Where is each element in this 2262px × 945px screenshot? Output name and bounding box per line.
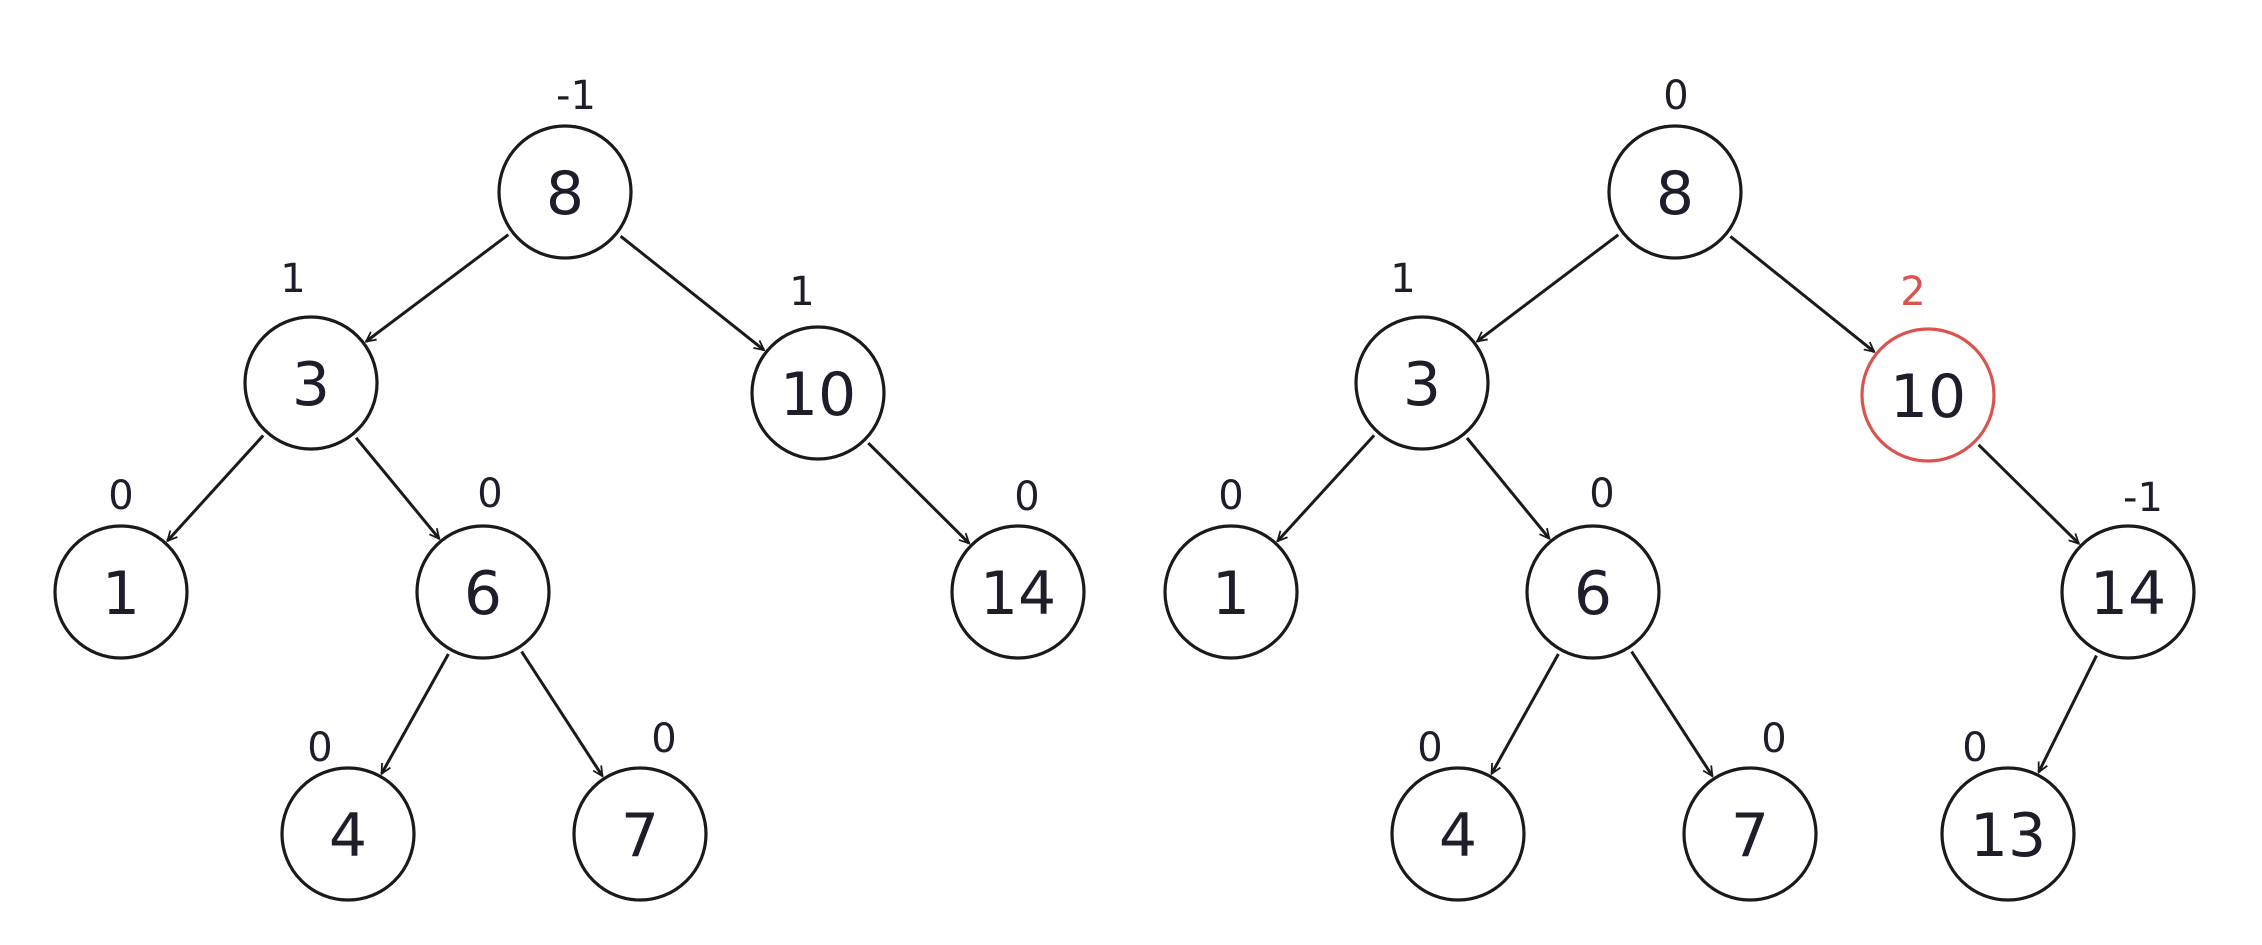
left-tree-node-1: 10: [53, 473, 189, 660]
right-tree-node-13-key: 13: [1970, 801, 2046, 871]
left-tree-edge-8-to-10: [619, 235, 764, 350]
right-tree-node-6-balance-factor: 0: [1589, 471, 1614, 517]
edges-layer: [167, 233, 2098, 777]
right-tree-node-7-circle: [1682, 766, 1818, 902]
left-tree-node-1-balance-factor: 0: [108, 473, 133, 519]
right-tree-node-14-balance-factor: -1: [2123, 475, 2163, 521]
right-tree-node-8-key: 8: [1656, 159, 1694, 229]
right-tree-node-1-circle: [1163, 524, 1299, 660]
left-tree-node-4-balance-factor: 0: [307, 725, 332, 771]
left-tree-node-1-circle: [53, 524, 189, 660]
left-tree-node-14: 14 0: [950, 474, 1086, 660]
left-tree-edge-3-to-6: [354, 436, 439, 539]
left-tree-edge-3-to-1: [167, 434, 265, 541]
left-tree-node-14-circle: [950, 524, 1086, 660]
right-tree-node-14-key: 14: [2090, 559, 2166, 629]
right-tree-edge-8-to-10: [1729, 235, 1874, 351]
right-tree-node-4-balance-factor: 0: [1417, 725, 1442, 771]
right-tree-node-6: 60: [1525, 471, 1661, 660]
right-tree-node-7-balance-factor: 0: [1761, 716, 1786, 762]
right-tree-node-4-circle: [1390, 766, 1526, 902]
right-tree-node-4-key: 4: [1439, 801, 1477, 871]
right-tree-node-4: 40: [1390, 725, 1526, 902]
left-tree-edge-10-to-14: [867, 442, 969, 543]
left-tree-node-4: 40: [280, 725, 416, 902]
left-tree-edge-8-to-3: [366, 233, 510, 342]
left-tree-node-6-balance-factor: 0: [477, 471, 502, 517]
right-tree-node-10-circle: [1860, 327, 1996, 463]
left-tree-node-8-balance-factor: -1: [556, 73, 596, 119]
left-tree-node-1-key: 1: [102, 559, 140, 629]
right-tree-node-13-balance-factor: 0: [1962, 725, 1987, 771]
left-tree-node-3: 31: [243, 256, 379, 451]
right-tree-node-8-balance-factor: 0: [1663, 73, 1688, 119]
right-tree-edge-14-to-13: [2037, 654, 2098, 773]
left-tree-node-10-key: 10: [780, 360, 856, 430]
right-tree-edge-6-to-7: [1630, 650, 1714, 777]
left-tree-node-10-circle: [750, 325, 886, 461]
right-tree-edge-8-to-3: [1477, 233, 1620, 342]
right-tree-edge-6-to-4: [1490, 653, 1560, 774]
left-tree-node-6: 60: [415, 471, 551, 660]
right-tree-node-3: 31: [1354, 256, 1490, 451]
right-tree-node-7-key: 7: [1731, 801, 1769, 871]
left-tree-node-8-circle: [497, 124, 633, 260]
right-tree-node-6-circle: [1525, 524, 1661, 660]
nodes-layer: 8-131101106014040708031102106014-1407013…: [53, 73, 2196, 902]
right-tree-node-1: 10: [1163, 473, 1299, 660]
right-tree-node-10-balance-factor: 2: [1900, 269, 1925, 315]
left-tree-node-14-balance-factor: 0: [1014, 474, 1039, 520]
left-tree-node-4-circle: [280, 766, 416, 902]
left-tree-node-3-key: 3: [292, 350, 330, 420]
left-tree-node-6-circle: [415, 524, 551, 660]
left-tree-node-8-key: 8: [546, 159, 584, 229]
right-tree-node-13: 13 0: [1940, 725, 2076, 902]
right-tree-node-8: 80: [1607, 73, 1743, 260]
right-tree-edge-3-to-6: [1465, 437, 1549, 539]
right-tree-node-3-circle: [1354, 315, 1490, 451]
right-tree-node-1-key: 1: [1212, 559, 1250, 629]
left-tree-node-10-balance-factor: 1: [789, 269, 814, 315]
left-tree-edge-6-to-7: [520, 650, 604, 777]
left-tree-node-6-key: 6: [464, 559, 502, 629]
left-tree-node-4-key: 4: [329, 801, 367, 871]
left-tree-node-7-circle: [572, 766, 708, 902]
left-tree-edge-6-to-4: [380, 653, 450, 774]
left-tree-node-3-circle: [243, 315, 379, 451]
right-tree-node-6-key: 6: [1574, 559, 1612, 629]
right-tree-node-1-balance-factor: 0: [1218, 473, 1243, 519]
right-tree-node-7: 70: [1682, 716, 1818, 902]
left-tree-node-8: 8 -1: [497, 73, 633, 260]
right-tree-node-10: 10 2: [1860, 269, 1996, 463]
right-tree-edge-10-to-14: [1977, 443, 2079, 544]
left-tree-node-14-key: 14: [980, 559, 1056, 629]
left-tree-node-7: 70: [572, 716, 708, 902]
right-tree-node-14-circle: [2060, 524, 2196, 660]
left-tree-node-7-balance-factor: 0: [651, 716, 676, 762]
right-tree-node-13-circle: [1940, 766, 2076, 902]
right-tree-edge-3-to-1: [1278, 434, 1376, 541]
right-tree-node-14: 14 -1: [2060, 475, 2196, 660]
right-tree-node-3-key: 3: [1403, 350, 1441, 420]
left-tree-node-3-balance-factor: 1: [280, 256, 305, 302]
right-tree-node-8-circle: [1607, 124, 1743, 260]
left-tree-node-10: 10 1: [750, 269, 886, 461]
right-tree-node-10-key: 10: [1890, 362, 1966, 432]
left-tree-node-7-key: 7: [621, 801, 659, 871]
right-tree-node-3-balance-factor: 1: [1390, 256, 1415, 302]
